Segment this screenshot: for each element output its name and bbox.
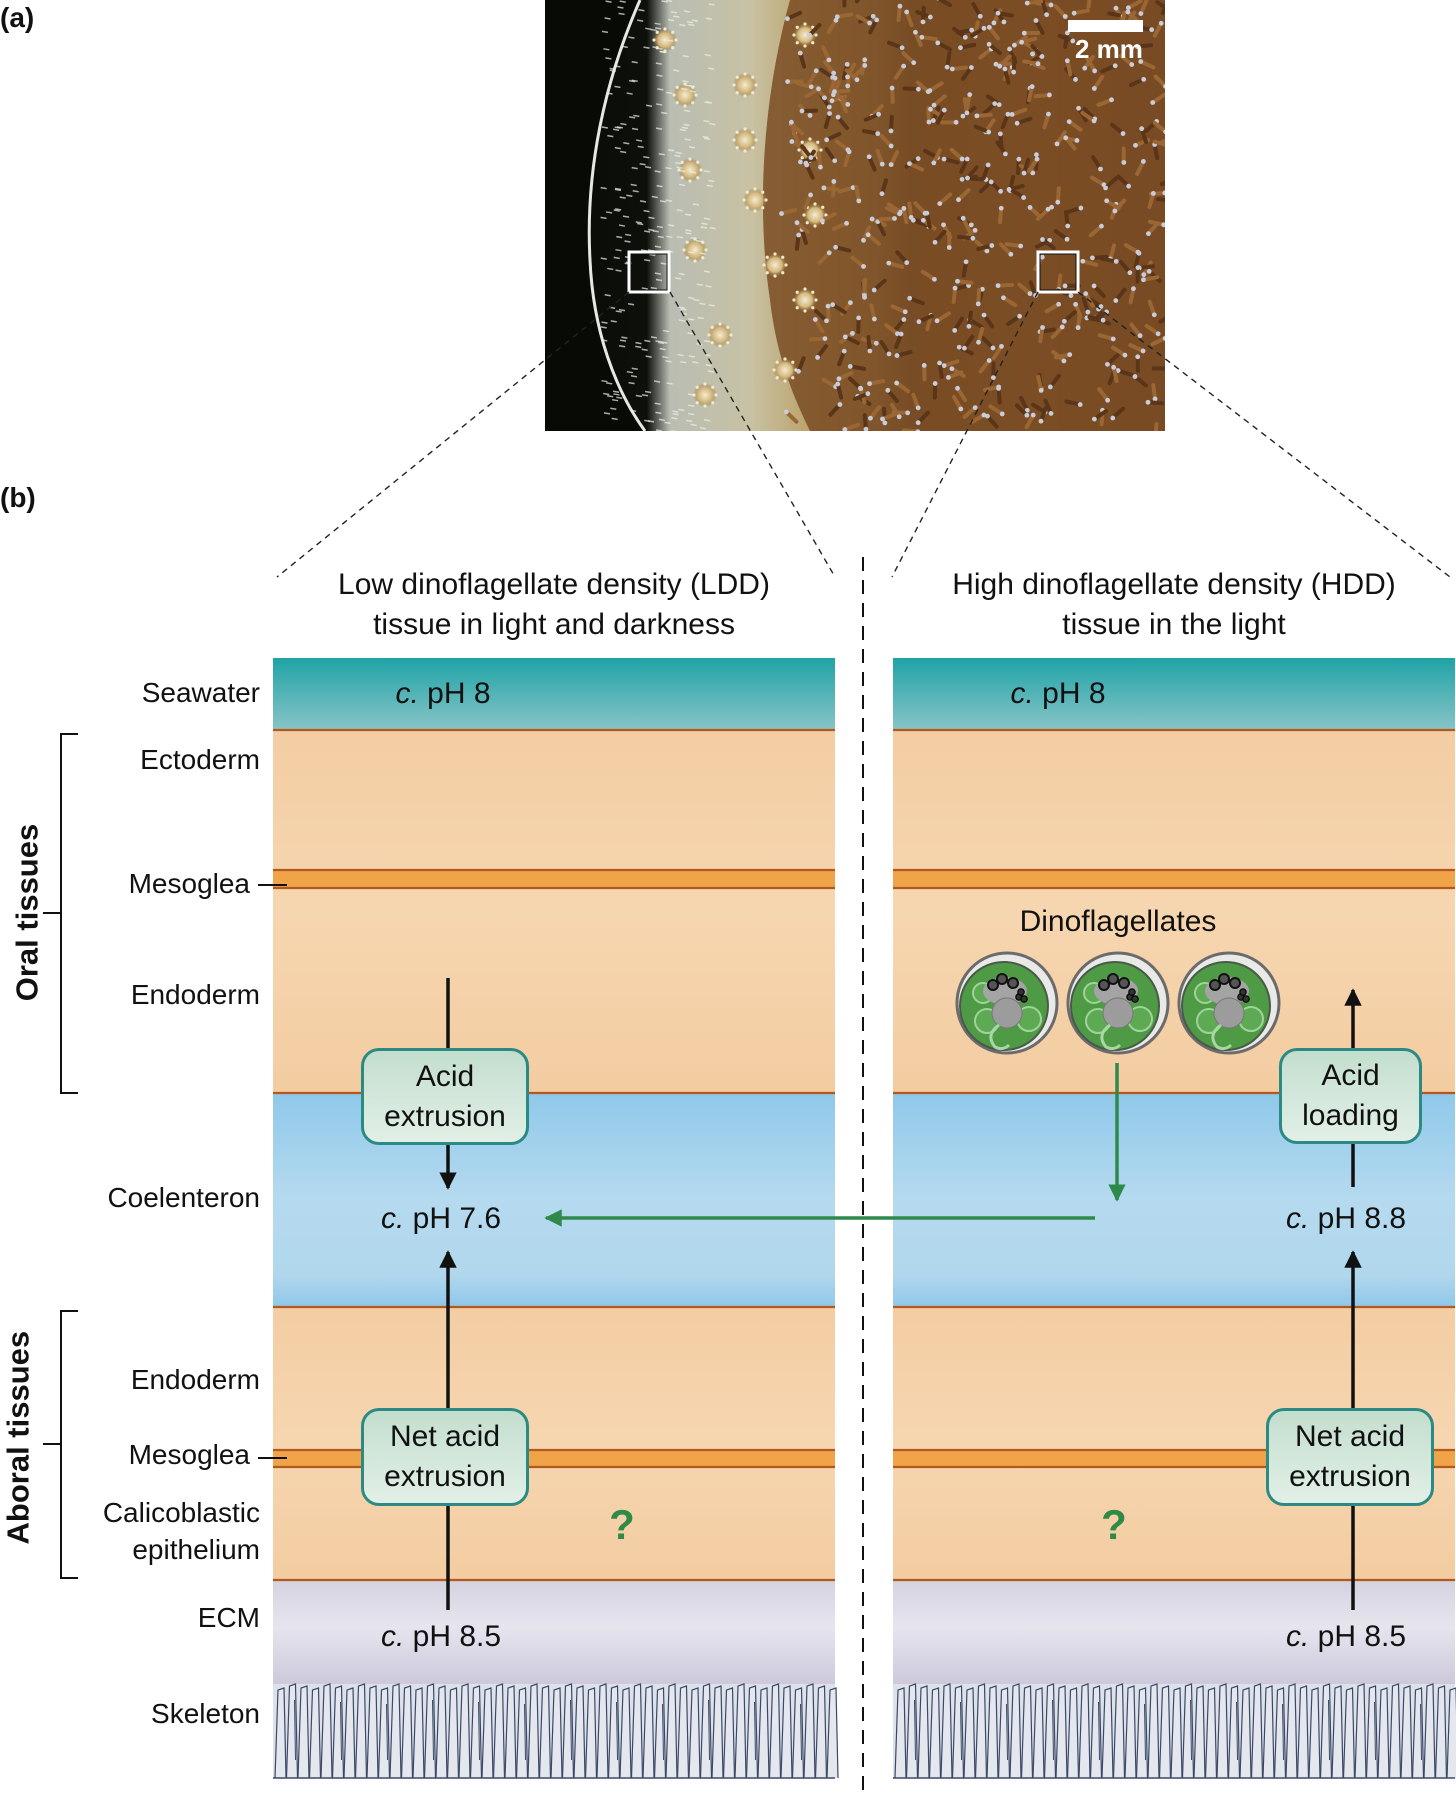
label-seawater: Seawater — [141, 677, 260, 708]
ph-right-ecm: c. pH 8.5 — [1285, 1620, 1407, 1653]
label-calicoblastic-2: epithelium — [132, 1534, 260, 1565]
green-arrows — [544, 1063, 1126, 1227]
label-coelenteron: Coelenteron — [107, 1182, 260, 1213]
dinoflagellate-cell — [1066, 951, 1170, 1055]
panel-label-b: (b) — [0, 482, 36, 513]
box-acid-extrusion: Acid extrusion — [361, 1048, 529, 1145]
ph-left-seawater: c. pH 8 — [395, 677, 491, 710]
label-ecm: ECM — [197, 1602, 260, 1633]
ph-left-ecm: c. pH 8.5 — [380, 1620, 502, 1653]
coral-photo-image — [545, 0, 1165, 431]
label-ectoderm: Ectoderm — [140, 744, 260, 775]
ldd-oral-tissue-layer — [273, 730, 835, 1093]
group-label-oral: Oral tissues — [9, 823, 45, 1002]
box-acid-loading: Acid loading — [1279, 1048, 1422, 1144]
label-aboral-endoderm: Endoderm — [130, 1364, 260, 1395]
unknown-mechanism-right: ? — [1101, 1501, 1127, 1548]
label-calicoblastic-1: Calicoblastic — [102, 1497, 260, 1528]
ldd-ecm-layer — [273, 1580, 835, 1684]
group-brackets — [43, 733, 287, 1579]
ph-right-coelenteron: c. pH 8.8 — [1285, 1202, 1407, 1235]
scale-bar — [1068, 20, 1143, 32]
zoom-line-hdd-right — [1077, 291, 1451, 578]
heading-hdd: High dinoflagellate density (HDD) tissue… — [893, 565, 1455, 645]
box-net-acid-extrusion-left: Net acid extrusion — [361, 1408, 529, 1506]
dinoflagellate-cell — [1177, 951, 1281, 1055]
hdd-inset-box — [1036, 250, 1080, 294]
unknown-mechanism-left: ? — [609, 1501, 635, 1548]
scale-bar-label: 2 mm — [1075, 34, 1143, 64]
ldd-coelenteron-layer — [273, 1093, 835, 1307]
ldd-inset-box — [627, 250, 671, 294]
group-label-aboral: Aboral tissues — [0, 1330, 36, 1545]
ldd-aboral-tissue-layer — [273, 1307, 835, 1580]
heading-hdd-line2: tissue in the light — [1062, 608, 1286, 641]
ldd-skeleton-layer — [273, 1683, 839, 1779]
dinoflagellate-cells — [955, 951, 1281, 1055]
hdd-oral-mesoglea-layer — [893, 870, 1455, 888]
zoom-line-hdd-left — [891, 291, 1039, 578]
label-oral-mesoglea: Mesoglea — [128, 868, 250, 899]
ldd-oral-mesoglea-layer — [273, 870, 835, 888]
label-oral-endoderm: Endoderm — [130, 979, 260, 1010]
box-net-acid-extrusion-right: Net acid extrusion — [1266, 1408, 1434, 1506]
ph-right-seawater: c. pH 8 — [1010, 677, 1106, 710]
ldd-aboral-mesoglea-layer — [273, 1450, 835, 1467]
ldd-seawater-layer — [273, 658, 835, 730]
zoom-line-ldd-left — [276, 291, 630, 578]
coral-photo: 2 mm — [545, 0, 1165, 431]
heading-ldd: Low dinoflagellate density (LDD) tissue … — [273, 565, 835, 645]
heading-ldd-line1: Low dinoflagellate density (LDD) — [338, 568, 770, 601]
label-skeleton: Skeleton — [151, 1698, 260, 1729]
heading-ldd-line2: tissue in light and darkness — [373, 608, 735, 641]
label-aboral-mesoglea: Mesoglea — [128, 1439, 250, 1470]
oral-bracket — [60, 733, 78, 1094]
zoom-guide-lines — [276, 291, 1451, 578]
hdd-ecm-layer — [893, 1580, 1455, 1684]
hdd-skeleton-layer — [893, 1683, 1456, 1779]
panel-label-a: (a) — [0, 2, 35, 33]
hdd-seawater-layer — [893, 658, 1455, 730]
zoom-line-ldd-right — [669, 291, 836, 578]
dinoflagellates-label: Dinoflagellates — [1019, 905, 1217, 938]
ldd-panel — [273, 658, 839, 1779]
ph-left-coelenteron: c. pH 7.6 — [380, 1202, 502, 1235]
dinoflagellate-cell — [955, 951, 1059, 1055]
heading-hdd-line1: High dinoflagellate density (HDD) — [952, 568, 1396, 601]
